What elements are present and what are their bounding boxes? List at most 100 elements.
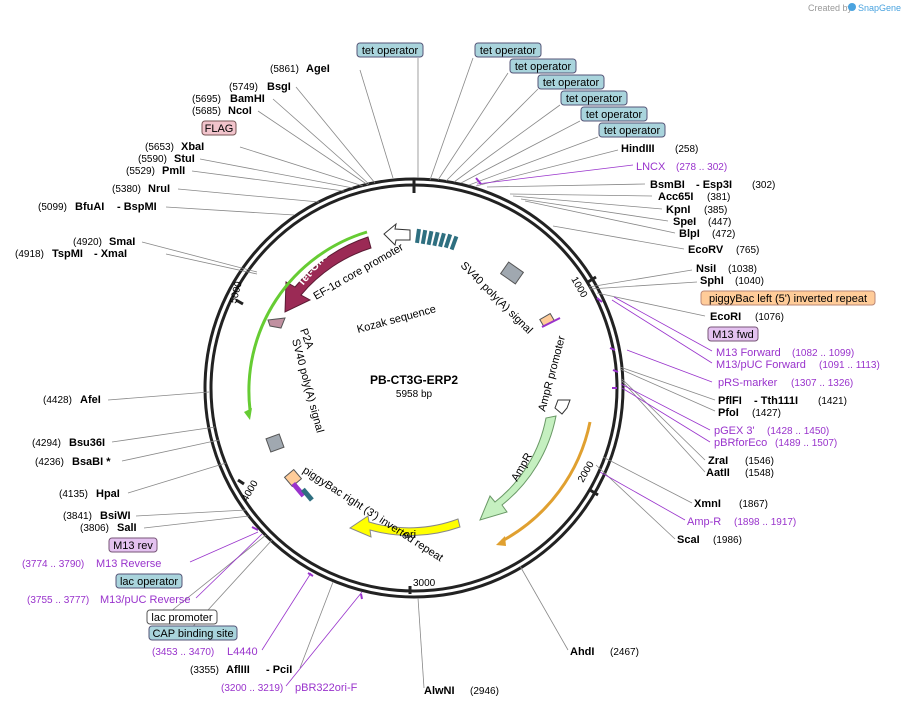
plasmid-name: PB-CT3G-ERP2: [370, 373, 458, 387]
lac-operator-box: lac operator: [120, 576, 178, 588]
bsgi-label: BsgI: [267, 81, 291, 93]
pb-right-lac: [300, 487, 314, 502]
kozak-label: Kozak sequence: [356, 303, 438, 336]
m13puc-reverse-pos: (3755 .. 3777): [27, 595, 89, 606]
bsabi-pos: (4236): [35, 457, 64, 468]
lac-promoter-box: lac promoter: [151, 612, 212, 624]
alwni-label: AlwNI: [424, 685, 455, 697]
scai-pos: (1986): [713, 535, 742, 546]
pfoi-label: PfoI: [718, 407, 739, 419]
tet-operator-6: tet operator: [586, 109, 643, 121]
bsiwi-pos: (3841): [63, 511, 92, 522]
m13-rev-box: M13 rev: [113, 540, 153, 552]
bsmbi-label: BsmBI: [650, 179, 685, 191]
sv40-left-feature: [265, 433, 285, 453]
sphi-pos: (1040): [735, 276, 764, 287]
zrai-pos: (1546): [745, 456, 774, 467]
tet-operator-2: tet operator: [480, 45, 537, 57]
hindiii-label: HindIII: [621, 143, 655, 155]
pb-right-feature: [283, 468, 303, 488]
bfuai-label: BfuAI: [75, 201, 104, 213]
tet-on-3g-feature: [284, 236, 372, 313]
spei-pos: (447): [708, 217, 731, 228]
ampr-highlight-arrowhead: [496, 536, 506, 546]
bspmi-label: - BspMI: [117, 201, 157, 213]
p2a-feature: [267, 317, 286, 329]
bsu36i-label: Bsu36I: [69, 437, 105, 449]
m13puc-reverse-label: M13/pUC Reverse: [100, 594, 190, 606]
ecorv-pos: (765): [736, 245, 759, 256]
ori-label: ori: [404, 529, 416, 541]
tet-on-highlight-arrowhead: [244, 408, 252, 420]
bamhi-pos: (5695): [192, 94, 221, 105]
afliii-label: AflIII: [226, 664, 250, 676]
bsabi-label: BsaBI *: [72, 456, 111, 468]
bsiwi-label: BsiWI: [100, 510, 131, 522]
hindiii-pos: (258): [675, 144, 698, 155]
sv40-left-label: SV40 poly(A) signal: [289, 338, 326, 434]
smai-pos: (4920): [73, 237, 102, 248]
tick-5000: [235, 298, 244, 306]
kpni-pos: (385): [704, 205, 727, 216]
label-boxes: tet operator tet operator tet operator t…: [108, 42, 876, 641]
prs-marker-pos: (1307 .. 1326): [791, 378, 853, 389]
sv40-top-label: SV40 poly(A) signal: [458, 260, 535, 337]
pb-left-box: piggyBac left (5') inverted repeat: [709, 293, 867, 305]
kpni-label: KpnI: [666, 204, 690, 216]
tick-label-3000: 3000: [413, 578, 436, 589]
blpi-label: BlpI: [679, 228, 700, 240]
nrui-label: NruI: [148, 183, 170, 195]
pmli-label: PmlI: [162, 165, 185, 177]
tet-operator-7: tet operator: [604, 125, 661, 137]
bsu36i-pos: (4294): [32, 438, 61, 449]
pcii-label: - PciI: [266, 664, 292, 676]
nsii-pos: (1038): [728, 264, 757, 275]
flag-box: FLAG: [205, 123, 234, 135]
amp-r-label: Amp-R: [687, 516, 721, 528]
alwni-pos: (2946): [470, 686, 499, 697]
ori-feature: [348, 515, 461, 538]
ncoi-label: NcoI: [228, 105, 252, 117]
pb-right-primer: [291, 481, 306, 498]
primer-mark-right: [541, 317, 561, 328]
snapgene-credit: Created by SnapGene: [808, 3, 901, 13]
pb-right-label: piggyBac right (3') inverted repeat: [300, 464, 445, 564]
tet-on-highlight: [247, 230, 368, 411]
l4440-pos: (3453 .. 3470): [152, 647, 214, 658]
ahdi-label: AhdI: [570, 646, 594, 658]
sv40-top-feature: [499, 261, 525, 285]
ecori-pos: (1076): [755, 312, 784, 323]
callout-lines: [107, 57, 716, 689]
acc65i-pos: (381): [707, 192, 730, 203]
pflfi-label: PflFI: [718, 395, 742, 407]
pgex3-pos: (1428 .. 1450): [767, 426, 829, 437]
pgex3-label: pGEX 3': [714, 425, 755, 437]
xbai-pos: (5653): [145, 142, 174, 153]
smai-label: SmaI: [109, 236, 135, 248]
tet-operator-4: tet operator: [543, 77, 600, 89]
cap-binding-box: CAP binding site: [152, 628, 233, 640]
xbai-label: XbaI: [181, 141, 204, 153]
m13-fwd-box: M13 fwd: [712, 329, 754, 341]
tick-2000: [589, 488, 599, 497]
pflfi-pos: (1421): [818, 396, 847, 407]
zrai-label: ZraI: [708, 455, 728, 467]
pbrforeco-pos: (1489 .. 1507): [775, 438, 837, 449]
afliii-pos: (3355): [190, 665, 219, 676]
pfoi-pos: (1427): [752, 408, 781, 419]
amp-r-pos: (1898 .. 1917): [734, 517, 796, 528]
plasmid-size: 5958 bp: [396, 389, 433, 400]
scai-label: ScaI: [677, 534, 700, 546]
m13-forward-label: M13 Forward: [716, 347, 781, 359]
ef1a-promoter-arrow: [383, 222, 411, 247]
m13-forward-pos: (1082 .. 1099): [792, 348, 854, 359]
tick-1000: [587, 275, 597, 284]
l4440-label: L4440: [227, 646, 258, 658]
agei-pos: (5861): [270, 64, 299, 75]
bsmbi-pos: (302): [752, 180, 775, 191]
ecorv-label: EcoRV: [688, 244, 724, 256]
primer-marks: [251, 177, 619, 600]
pmli-pos: (5529): [126, 166, 155, 177]
stui-pos: (5590): [138, 154, 167, 165]
